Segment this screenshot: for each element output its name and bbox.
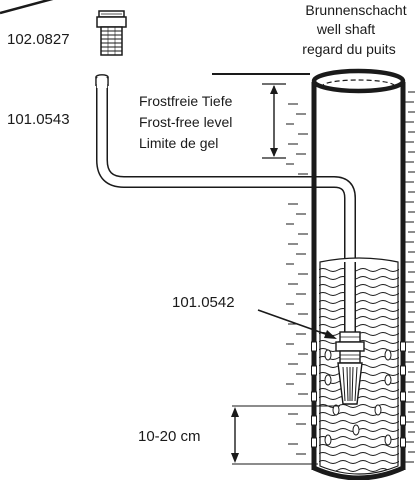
water-body — [319, 257, 399, 475]
pipe-part-label: 101.0543 — [7, 111, 70, 128]
foot-valve-part-label: 101.0542 — [172, 294, 235, 311]
frost-label-fr: Limite de gel — [139, 135, 218, 151]
well-shaft — [286, 68, 415, 480]
clearance-label: 10-20 cm — [138, 428, 201, 445]
foot-valve-leader-arrow — [257, 309, 337, 339]
fitting-part-label: 102.0827 — [7, 31, 70, 48]
soil-hatch — [286, 91, 415, 465]
clearance-dimension — [231, 405, 340, 465]
frost-label-en: Frost-free level — [139, 114, 232, 130]
wall-perforations — [311, 341, 406, 448]
frost-depth-dimension — [262, 83, 286, 159]
shaft-label-en: well shaft — [316, 21, 375, 37]
pipe-101-0543 — [95, 74, 356, 372]
foot-valve-101-0542 — [335, 331, 365, 405]
fitting-102-0827 — [96, 10, 127, 56]
shaft-label-de: Brunnenschacht — [305, 2, 406, 18]
frost-label-de: Frostfreie Tiefe — [139, 93, 233, 109]
shaft-label-fr: regard du puits — [302, 41, 395, 57]
frame-edge-line — [0, 0, 54, 15]
